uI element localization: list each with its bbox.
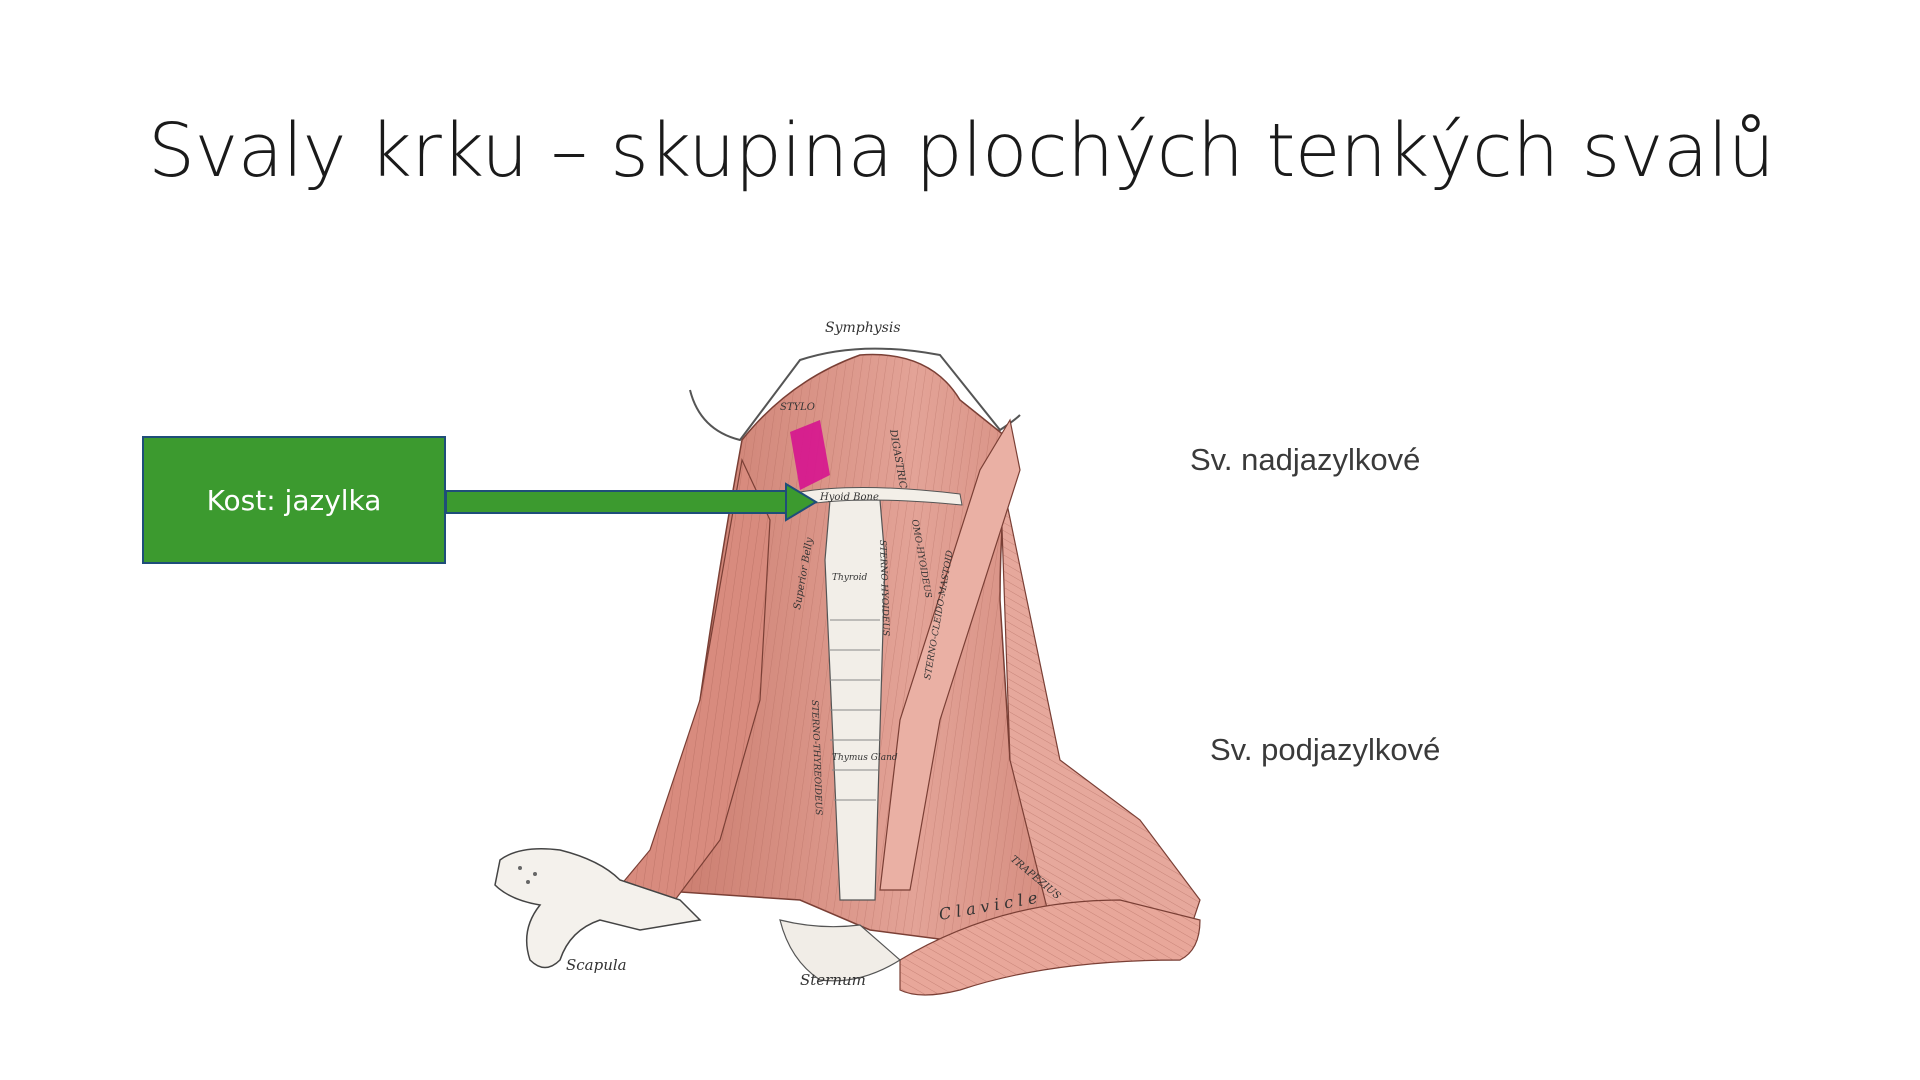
label-symphysis: Symphysis [825,320,901,336]
callout-label: Kost: jazylka [206,483,382,517]
label-sternum: Sternum [800,971,866,989]
callout-arrow [445,482,818,522]
label-thyroid: Thyroid [832,573,867,583]
hyoid-bone [799,486,963,506]
sternum-bone [779,919,902,982]
highlighted-muscle [790,420,830,490]
label-scapula: Scapula [566,956,627,974]
infrahyoid-label: Sv. podjazylkové [1210,732,1441,767]
suprahyoid-label: Sv. nadjazylkové [1190,442,1421,477]
hyoid-bone-callout: Kost: jazylka [142,436,446,564]
slide-title: Svaly krku – skupina plochých tenkých sv… [148,108,1775,194]
label-sterno-thyreoideus: STERNO-THYREOIDEUS [809,700,823,816]
scapula-bone [494,848,702,969]
label-hyoid: Hyoid Bone [819,492,879,503]
sternocleidomastoid-muscle [879,418,1021,891]
label-sterno-hyoideus: STERNO-HYOIDEUS [877,540,890,637]
label-stylo: STYLO [780,402,815,413]
label-thymus: Thymus Gland [832,753,898,763]
